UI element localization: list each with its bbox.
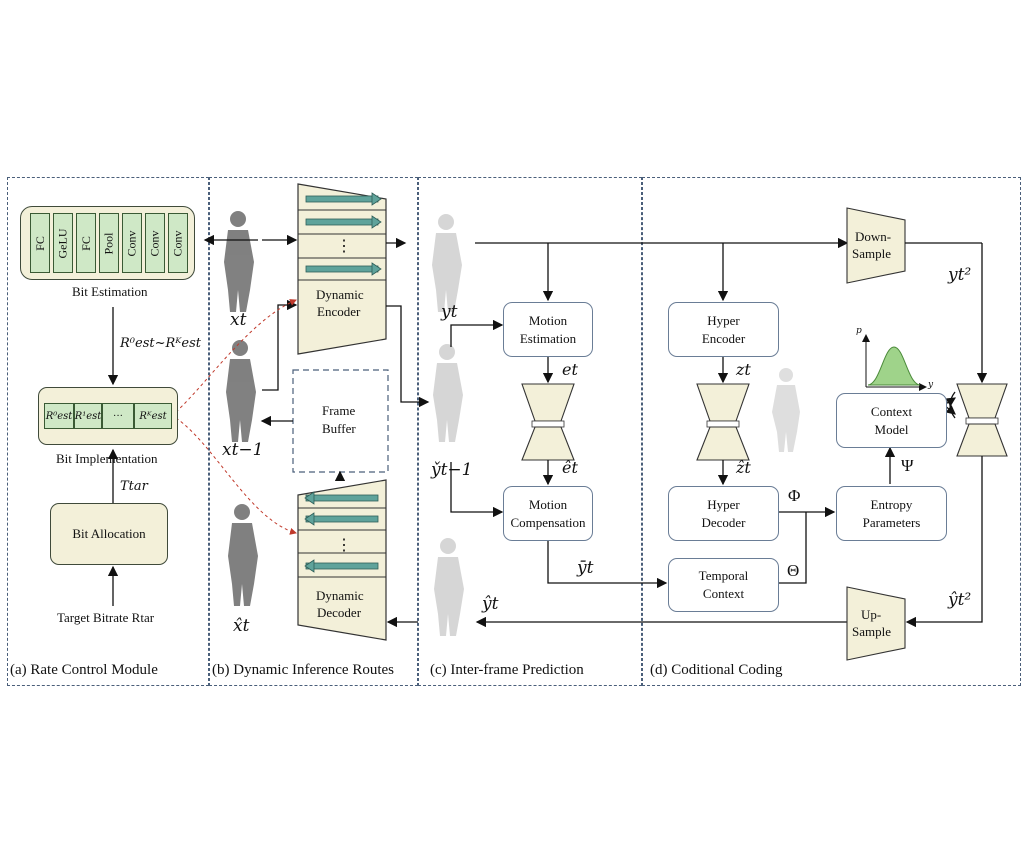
slot-ellipsis: ··· xyxy=(102,403,134,429)
panel-inter-frame xyxy=(418,177,642,686)
layer-pool: Pool xyxy=(99,213,119,273)
route-curve-to-decoder xyxy=(175,417,297,535)
down-sample-label-1: Down- xyxy=(855,229,892,244)
dynamic-encoder-label-1: Dynamic xyxy=(316,287,364,302)
label-x-t: xt xyxy=(230,310,247,330)
panel-rate-control xyxy=(7,177,209,686)
label-psi: Ψ xyxy=(901,456,914,475)
up-sample-shape xyxy=(846,586,906,661)
slot-r1: R¹est xyxy=(74,403,102,429)
dynamic-encoder-label-2: Encoder xyxy=(317,304,361,319)
up-sample-label-2: Sample xyxy=(852,624,891,639)
main-decoder-shape xyxy=(956,423,1008,457)
plot-axis-y: y xyxy=(928,380,934,390)
bit-estimation-label: Bit Estimation xyxy=(72,284,148,299)
decoder-route-arrow-1 xyxy=(305,494,379,502)
main-quantizer-bar xyxy=(965,417,999,425)
label-e-t: et xyxy=(562,360,578,379)
human-context xyxy=(772,368,800,452)
slot-rk: Rᴷest xyxy=(134,403,172,429)
target-bitrate-label: Target Bitrate Rtar xyxy=(57,610,155,625)
slot-r0: R⁰est xyxy=(44,403,74,429)
gaussian-plot-icon xyxy=(862,334,927,391)
arrow-ybar-to-temporal-context xyxy=(547,541,668,589)
residual-decoder-shape xyxy=(521,426,575,461)
panel-c-label: (c) Inter-frame Prediction xyxy=(430,662,584,678)
encoder-dots: ⋮ xyxy=(336,238,352,255)
label-phi: Φ xyxy=(788,486,801,505)
human-yt xyxy=(432,214,462,312)
panel-conditional-coding xyxy=(642,177,1021,686)
human-xt-minus-1 xyxy=(226,340,256,442)
bit-implementation-label: Bit Implementation xyxy=(56,451,158,466)
t-tar-label: Ttar xyxy=(120,479,148,494)
layer-gelu: GeLU xyxy=(53,213,73,273)
label-y-hat-t-squared: ŷt² xyxy=(948,590,972,610)
down-sample-shape xyxy=(846,207,906,284)
layer-fc-2: FC xyxy=(76,213,96,273)
encoder-route-arrow-1 xyxy=(305,195,379,203)
bit-allocation-box: Bit Allocation xyxy=(50,503,168,565)
up-sample-label-1: Up- xyxy=(861,607,882,622)
residual-quantizer-bar xyxy=(531,420,565,428)
hyper-decoder-shape xyxy=(696,426,750,461)
label-x-hat-t: x̂t xyxy=(233,616,250,636)
main-encoder-shape xyxy=(956,383,1008,419)
layer-conv-3: Conv xyxy=(168,213,188,273)
layer-conv-1: Conv xyxy=(122,213,142,273)
label-y-t: yt xyxy=(441,302,458,322)
line-temporal-context-to-entropy xyxy=(779,512,807,584)
frame-buffer-label-2: Buffer xyxy=(322,421,356,436)
decoder-dots: ⋮ xyxy=(336,537,352,554)
label-z-t: zt xyxy=(736,360,751,379)
layer-fc-1: FC xyxy=(30,213,50,273)
label-y-t-squared: yt² xyxy=(948,265,972,285)
label-y-bar-t: ȳt xyxy=(577,558,594,578)
arrow-codec-to-upsample xyxy=(905,456,983,628)
layer-conv-2: Conv xyxy=(145,213,165,273)
decoder-route-arrow-2 xyxy=(305,515,379,523)
arrow-xt-minus-1-to-encoder xyxy=(262,299,298,391)
residual-encoder-shape xyxy=(521,383,575,422)
arrow-ref-to-mc xyxy=(450,462,504,518)
label-z-hat-t: ẑt xyxy=(736,458,751,477)
panel-b-label: (b) Dynamic Inference Routes xyxy=(212,662,395,678)
label-y-hat-t: ŷt xyxy=(482,594,499,614)
panel-dynamic-routes xyxy=(209,177,418,686)
human-x-hat-t xyxy=(228,504,258,606)
encoder-route-arrow-2 xyxy=(305,218,379,226)
label-theta: Θ xyxy=(787,561,800,580)
label-y-check-prev: y̌t−1 xyxy=(431,460,473,480)
panel-a-label: (a) Rate Control Module xyxy=(10,662,158,678)
decoder-route-arrow-3 xyxy=(305,562,379,570)
arrow-encoder-to-reference xyxy=(386,305,430,408)
plot-axis-p: p xyxy=(856,326,862,336)
label-x-t-minus-1: xt−1 xyxy=(222,440,264,460)
dynamic-decoder-label-2: Decoder xyxy=(317,605,362,620)
label-e-hat-t: êt xyxy=(562,458,578,477)
encoder-route-arrow-3 xyxy=(305,265,379,273)
panel-d-label: (d) Coditional Coding xyxy=(650,662,783,678)
down-sample-label-2: Sample xyxy=(852,246,891,261)
estimate-range-label: R⁰est~Rᴷest xyxy=(120,336,201,351)
hyper-encoder-shape xyxy=(696,383,750,422)
hyper-quantizer-bar xyxy=(706,420,740,428)
human-y-check-prev xyxy=(433,344,463,442)
human-xt xyxy=(224,211,254,312)
frame-buffer-label-1: Frame xyxy=(322,403,356,418)
dynamic-decoder-label-1: Dynamic xyxy=(316,588,364,603)
arrow-ref-to-motion-estimation xyxy=(450,319,504,347)
human-y-hat-t xyxy=(434,538,464,636)
